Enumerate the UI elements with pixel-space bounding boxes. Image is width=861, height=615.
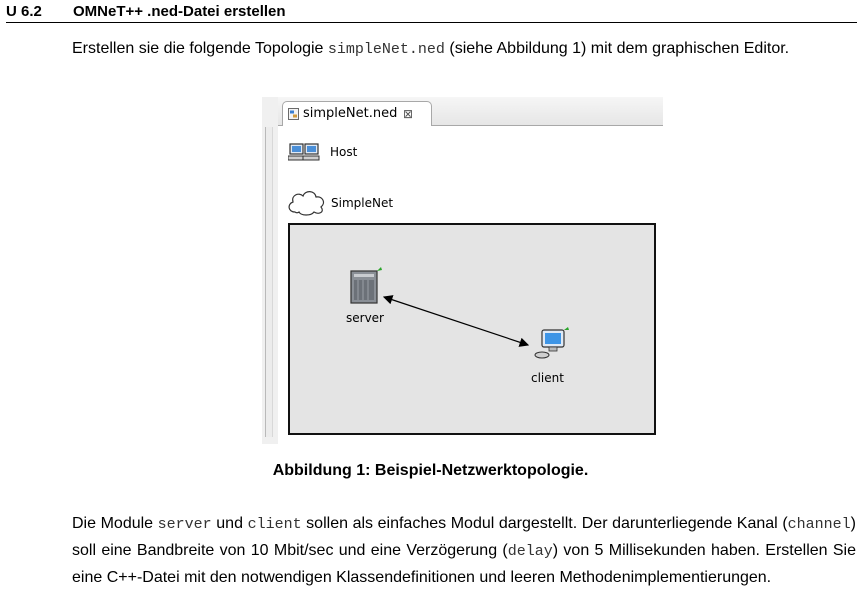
palette-item-host[interactable]: Host [287, 141, 357, 168]
editor-side-panel [262, 97, 279, 444]
close-icon[interactable]: ⊠ [403, 107, 414, 121]
code-channel: channel [787, 516, 851, 533]
body-text: ) von 5 Millisekunden haben. Erstellen S… [72, 542, 856, 586]
client-icon[interactable] [534, 327, 572, 361]
body-text: sollen als einfaches Modul dargestellt. … [301, 515, 788, 532]
section-heading: U 6.2 OMNeT++ .ned-Datei erstellen [6, 2, 857, 23]
tab-simplenet-ned[interactable]: simpleNet.ned ⊠ [282, 101, 432, 126]
section-title: OMNeT++ .ned-Datei erstellen [73, 3, 286, 20]
intro-text: Erstellen sie die folgende Topologie [72, 40, 328, 57]
server-label: server [346, 311, 384, 325]
network-compound-module[interactable]: server client [288, 223, 656, 435]
editor-tab-bar: simpleNet.ned ⊠ [278, 97, 663, 126]
figure-caption: Abbildung 1: Beispiel-Netzwerktopologie. [272, 462, 589, 479]
host-icon [287, 143, 320, 161]
section-number: U 6.2 [6, 3, 42, 20]
palette-label-simplenet: SimpleNet [331, 196, 394, 210]
client-label: client [531, 371, 564, 385]
code-client: client [247, 516, 302, 533]
server-icon[interactable] [348, 267, 384, 307]
code-filename: simpleNet.ned [327, 41, 445, 58]
code-server: server [157, 516, 212, 533]
ned-editor-figure: simpleNet.ned ⊠ Host SimpleNet [262, 97, 663, 444]
cloud-icon [288, 191, 325, 216]
connection-link [382, 295, 530, 347]
body-text: und [211, 515, 248, 532]
body-text: Die Module [72, 515, 158, 532]
palette-item-simplenet[interactable]: SimpleNet [286, 187, 393, 220]
intro-paragraph: Erstellen sie die folgende Topologie sim… [72, 36, 856, 63]
ned-file-icon [288, 108, 299, 120]
body-text: ) soll eine Bandbreite von 10 Mbit/sec u… [72, 515, 856, 559]
tab-label: simpleNet.ned [303, 106, 398, 121]
side-panel-scrollbar [265, 127, 273, 437]
palette-label-host: Host [330, 145, 358, 159]
body-paragraph: Die Module server und client sollen als … [72, 511, 856, 591]
code-delay: delay [507, 543, 553, 560]
intro-text-end: (siehe Abbildung 1) mit dem graphischen … [444, 40, 790, 57]
